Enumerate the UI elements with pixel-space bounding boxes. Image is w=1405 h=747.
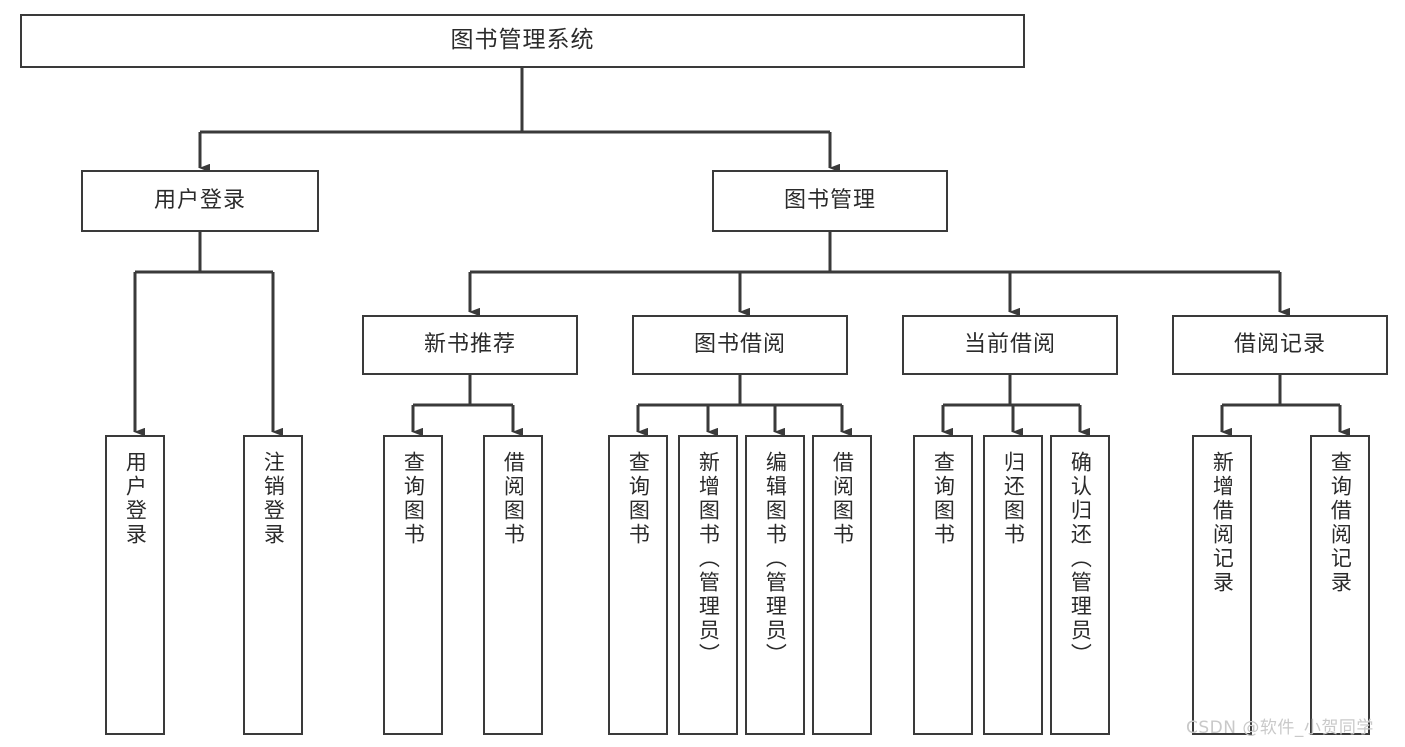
node-leaf-add-book[interactable]: 新增图书（管理员） (678, 435, 738, 735)
node-new-book-recommend-label: 新书推荐 (423, 331, 516, 357)
node-current-borrow[interactable]: 当前借阅 (902, 315, 1118, 375)
node-leaf-add-book-label: 新增图书（管理员） (696, 451, 721, 667)
node-leaf-query-book-3[interactable]: 查询图书 (913, 435, 973, 735)
node-leaf-add-record[interactable]: 新增借阅记录 (1192, 435, 1252, 735)
node-leaf-logout-label: 注销登录 (261, 451, 286, 547)
node-book-borrow-label: 图书借阅 (693, 331, 786, 357)
node-book-manage[interactable]: 图书管理 (712, 170, 948, 232)
node-leaf-borrow-book-1-label: 借阅图书 (501, 451, 526, 547)
node-leaf-query-book-1[interactable]: 查询图书 (383, 435, 443, 735)
node-leaf-confirm-return-label: 确认归还（管理员） (1068, 451, 1093, 667)
node-borrow-record-label: 借阅记录 (1233, 331, 1326, 357)
node-root-system-label: 图书管理系统 (450, 27, 595, 54)
node-leaf-confirm-return[interactable]: 确认归还（管理员） (1050, 435, 1110, 735)
node-leaf-edit-book[interactable]: 编辑图书（管理员） (745, 435, 805, 735)
node-leaf-query-record-label: 查询借阅记录 (1328, 451, 1353, 595)
watermark-text: CSDN @软件_小贺同学 (1186, 718, 1374, 738)
node-current-borrow-label: 当前借阅 (963, 331, 1056, 357)
node-leaf-query-book-2[interactable]: 查询图书 (608, 435, 668, 735)
node-book-manage-label: 图书管理 (783, 187, 876, 213)
node-new-book-recommend[interactable]: 新书推荐 (362, 315, 578, 375)
node-leaf-logout[interactable]: 注销登录 (243, 435, 303, 735)
node-user-login-label: 用户登录 (153, 187, 246, 213)
node-leaf-borrow-book-2-label: 借阅图书 (830, 451, 855, 547)
node-leaf-borrow-book-1[interactable]: 借阅图书 (483, 435, 543, 735)
node-leaf-query-record[interactable]: 查询借阅记录 (1310, 435, 1370, 735)
node-book-borrow[interactable]: 图书借阅 (632, 315, 848, 375)
node-borrow-record[interactable]: 借阅记录 (1172, 315, 1388, 375)
node-leaf-query-book-1-label: 查询图书 (401, 451, 426, 547)
node-leaf-edit-book-label: 编辑图书（管理员） (763, 451, 788, 667)
node-user-login[interactable]: 用户登录 (81, 170, 319, 232)
node-leaf-query-book-3-label: 查询图书 (931, 451, 956, 547)
node-leaf-query-book-2-label: 查询图书 (626, 451, 651, 547)
node-root-system[interactable]: 图书管理系统 (20, 14, 1025, 68)
node-leaf-user-login[interactable]: 用户登录 (105, 435, 165, 735)
node-leaf-return-book[interactable]: 归还图书 (983, 435, 1043, 735)
node-leaf-return-book-label: 归还图书 (1001, 451, 1026, 547)
node-leaf-user-login-label: 用户登录 (123, 451, 148, 547)
node-leaf-add-record-label: 新增借阅记录 (1210, 451, 1235, 595)
node-leaf-borrow-book-2[interactable]: 借阅图书 (812, 435, 872, 735)
